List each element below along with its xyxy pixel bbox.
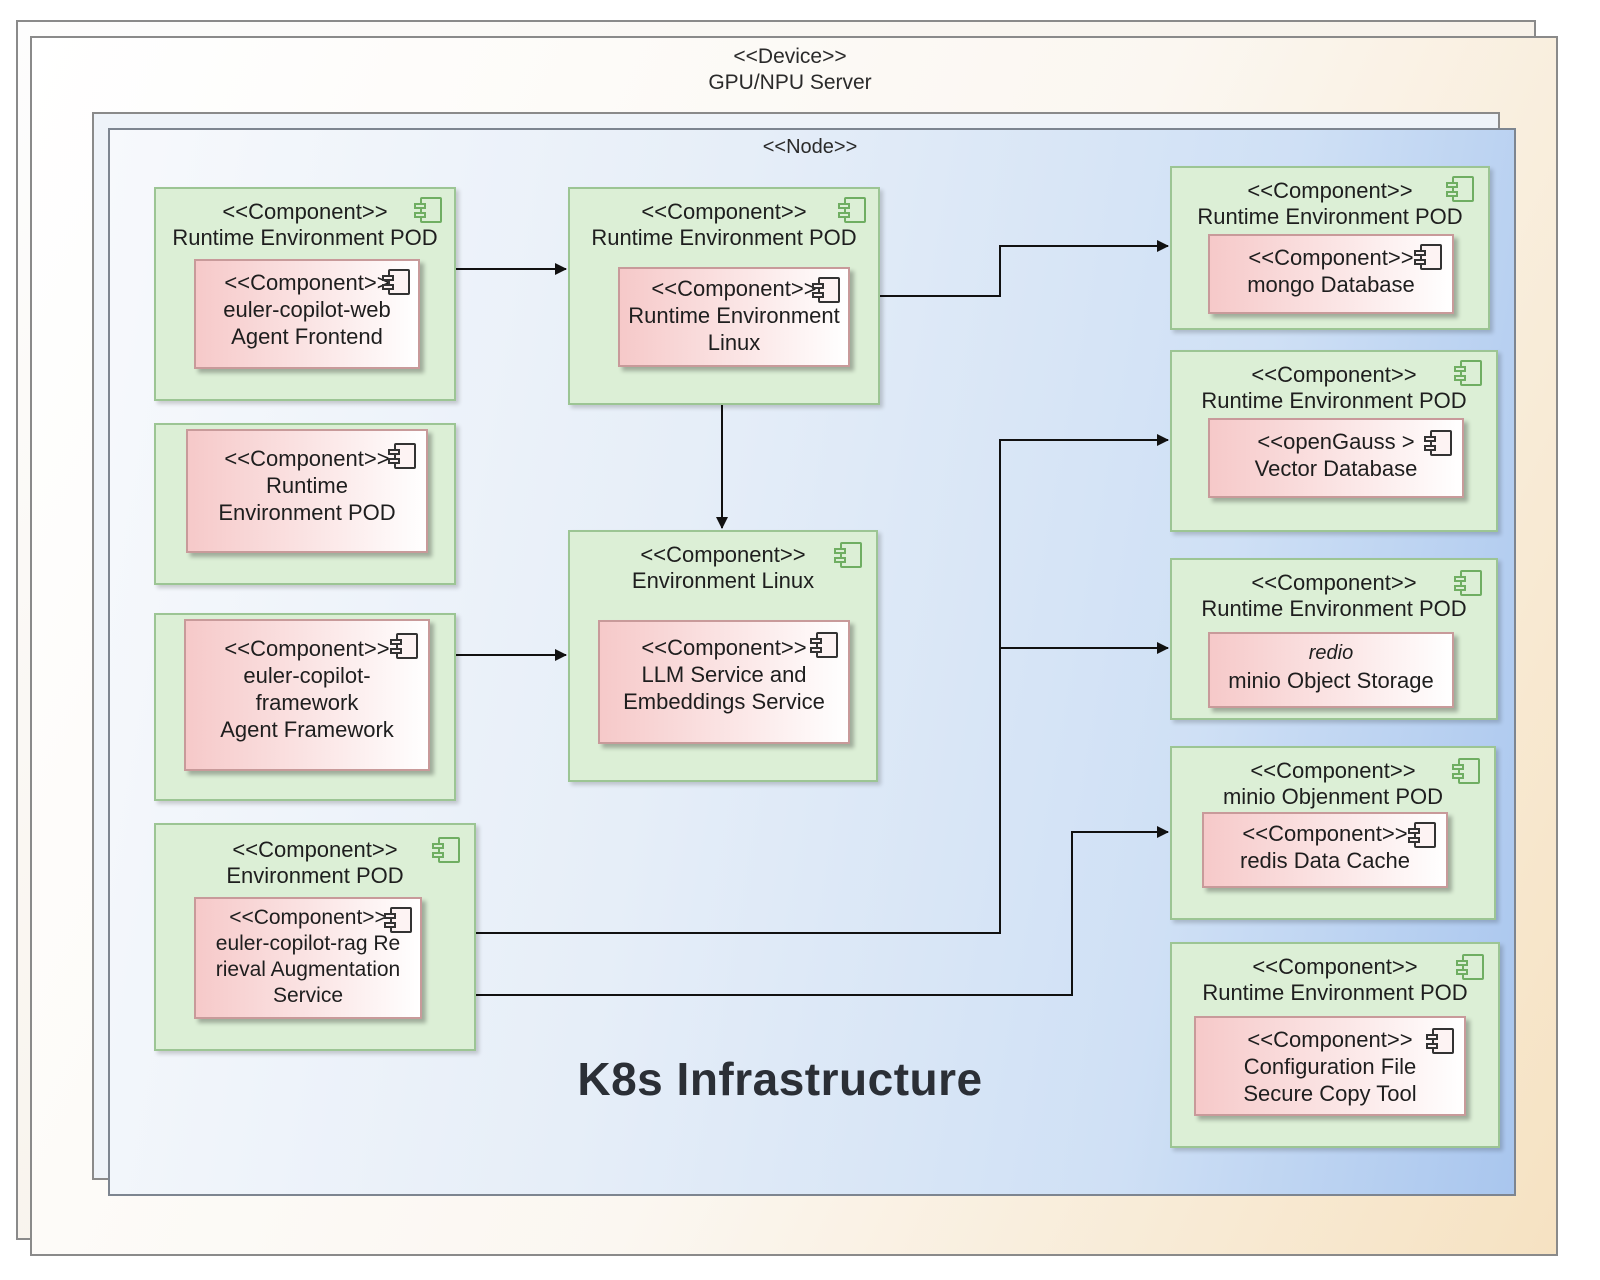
- component-agent-framework[interactable]: <<Component>> euler-copilot- framework A…: [184, 619, 430, 771]
- component-icon: [838, 197, 866, 223]
- component-name: euler-copilot-: [243, 663, 371, 688]
- pod-stereotype: <<Component>>: [1251, 570, 1417, 595]
- component-desc: Secure Copy Tool: [1243, 1081, 1417, 1106]
- pod-name: minio Objenment POD: [1222, 784, 1444, 809]
- pod-name: Runtime Environment POD: [591, 225, 857, 250]
- component-desc: Agent Frontend: [231, 324, 383, 349]
- component-desc: Linux: [707, 330, 761, 355]
- component-icon: [1424, 430, 1452, 456]
- component-stereotype: <<Component>>: [224, 446, 390, 471]
- pod-name: Runtime Environment POD: [1202, 980, 1468, 1005]
- component-icon: [414, 197, 442, 223]
- component-desc: Environment POD: [218, 500, 396, 525]
- pod-rag-service[interactable]: <<Component>> Environment POD <<Componen…: [154, 823, 476, 1051]
- pod-web-frontend[interactable]: <<Component>> Runtime Environment POD <<…: [154, 187, 456, 401]
- pod-agent-framework[interactable]: <<Component>> euler-copilot- framework A…: [154, 613, 456, 801]
- component-stereotype: <<Component>>: [651, 276, 817, 301]
- pod-opengauss[interactable]: <<Component>> Runtime Environment POD <<…: [1170, 350, 1498, 532]
- component-stereotype: <<openGauss >: [1257, 429, 1415, 454]
- component-config-copy-tool[interactable]: <<Component>> Configuration File Secure …: [1194, 1016, 1466, 1116]
- pod-runtime-environment[interactable]: <<Component>> Runtime Environment POD: [154, 423, 456, 585]
- component-stereotype: <<Component>>: [1247, 1027, 1413, 1052]
- pod-config-copy-tool[interactable]: <<Component>> Runtime Environment POD <<…: [1170, 942, 1500, 1148]
- component-stereotype: <<Component>>: [224, 270, 390, 295]
- component-stereotype: <<Component>>: [229, 906, 387, 929]
- pod-stereotype: <<Component>>: [1252, 954, 1418, 979]
- pod-stereotype: <<Component>>: [1251, 362, 1417, 387]
- pod-name: Environment Linux: [631, 568, 815, 593]
- component-icon: [812, 277, 840, 303]
- component-runtime-linux[interactable]: <<Component>> Runtime Environment Linux: [618, 267, 850, 367]
- component-icon: [834, 542, 862, 568]
- device-name: GPU/NPU Server: [708, 71, 872, 94]
- component-name: redis Data Cache: [1240, 848, 1410, 873]
- pod-name: Runtime Environment POD: [172, 225, 438, 250]
- component-icon: [1414, 244, 1442, 270]
- component-icon: [1456, 954, 1484, 980]
- component-name-cont: rieval Augmentation: [215, 958, 401, 981]
- pod-name: Environment POD: [226, 863, 404, 888]
- component-icon: [384, 907, 412, 933]
- pod-name: Runtime Environment POD: [1201, 388, 1467, 413]
- pod-mongo-database[interactable]: <<Component>> Runtime Environment POD <<…: [1170, 166, 1490, 330]
- pod-environment-linux[interactable]: <<Component>> Environment Linux <<Compon…: [568, 530, 878, 782]
- component-icon: [1452, 758, 1480, 784]
- component-stereotype: redio: [1308, 642, 1354, 664]
- component-icon: [390, 633, 418, 659]
- pod-minio-storage[interactable]: <<Component>> Runtime Environment POD re…: [1170, 558, 1498, 720]
- component-stereotype: <<Component>>: [641, 635, 807, 660]
- pod-name: Runtime Environment POD: [1201, 596, 1467, 621]
- component-redis-cache[interactable]: <<Component>> redis Data Cache: [1202, 812, 1448, 888]
- pod-stereotype: <<Component>>: [222, 199, 388, 224]
- component-icon: [382, 269, 410, 295]
- pod-runtime-linux[interactable]: <<Component>> Runtime Environment POD <<…: [568, 187, 880, 405]
- component-web-frontend[interactable]: <<Component>> euler-copilot-web Agent Fr…: [194, 259, 420, 369]
- component-name-cont: framework: [255, 690, 359, 715]
- component-icon: [1426, 1028, 1454, 1054]
- device-label: <<Device>> GPU/NPU Server: [620, 44, 960, 96]
- component-name: minio Object Storage: [1228, 668, 1434, 693]
- component-name: Configuration File: [1243, 1054, 1417, 1079]
- component-name: euler-copilot-rag Re: [215, 932, 401, 955]
- component-desc: Service: [272, 984, 344, 1007]
- component-name: Runtime: [266, 473, 348, 498]
- component-stereotype: <<Component>>: [1248, 245, 1414, 270]
- component-icon: [388, 443, 416, 469]
- pod-stereotype: <<Component>>: [232, 837, 398, 862]
- component-icon: [810, 632, 838, 658]
- component-llm-service[interactable]: <<Component>> LLM Service and Embeddings…: [598, 620, 850, 744]
- component-desc: Embeddings Service: [623, 689, 825, 714]
- pod-stereotype: <<Component>>: [1247, 178, 1413, 203]
- component-icon: [1446, 176, 1474, 202]
- pod-stereotype: <<Component>>: [640, 542, 806, 567]
- component-icon: [432, 837, 460, 863]
- component-mongo-database[interactable]: <<Component>> mongo Database: [1208, 234, 1454, 314]
- component-icon: [1454, 570, 1482, 596]
- component-stereotype: <<Component>>: [1242, 821, 1408, 846]
- pod-redis-cache[interactable]: <<Component>> minio Objenment POD <<Comp…: [1170, 746, 1496, 920]
- component-minio-object-storage[interactable]: redio minio Object Storage: [1208, 632, 1454, 708]
- pod-name: Runtime Environment POD: [1197, 204, 1463, 229]
- component-name: LLM Service and: [641, 662, 807, 687]
- component-icon: [1408, 822, 1436, 848]
- component-name: mongo Database: [1247, 272, 1415, 297]
- component-rag-service[interactable]: <<Component>> euler-copilot-rag Re rieva…: [194, 897, 422, 1019]
- component-desc: Agent Framework: [220, 717, 394, 742]
- component-icon: [1454, 360, 1482, 386]
- component-name: Vector Database: [1254, 456, 1418, 481]
- component-name: Runtime Environment: [628, 303, 840, 328]
- component-stereotype: <<Component>>: [224, 636, 390, 661]
- diagram-title: K8s Infrastructure: [577, 1053, 983, 1105]
- device-stereotype: <<Device>>: [733, 45, 847, 68]
- component-name: euler-copilot-web: [223, 297, 391, 322]
- component-runtime-environment[interactable]: <<Component>> Runtime Environment POD: [186, 429, 428, 553]
- component-vector-database[interactable]: <<openGauss > Vector Database: [1208, 418, 1464, 498]
- pod-stereotype: <<Component>>: [641, 199, 807, 224]
- node-stereotype: <<Node>>: [762, 136, 858, 158]
- pod-stereotype: <<Component>>: [1250, 758, 1416, 783]
